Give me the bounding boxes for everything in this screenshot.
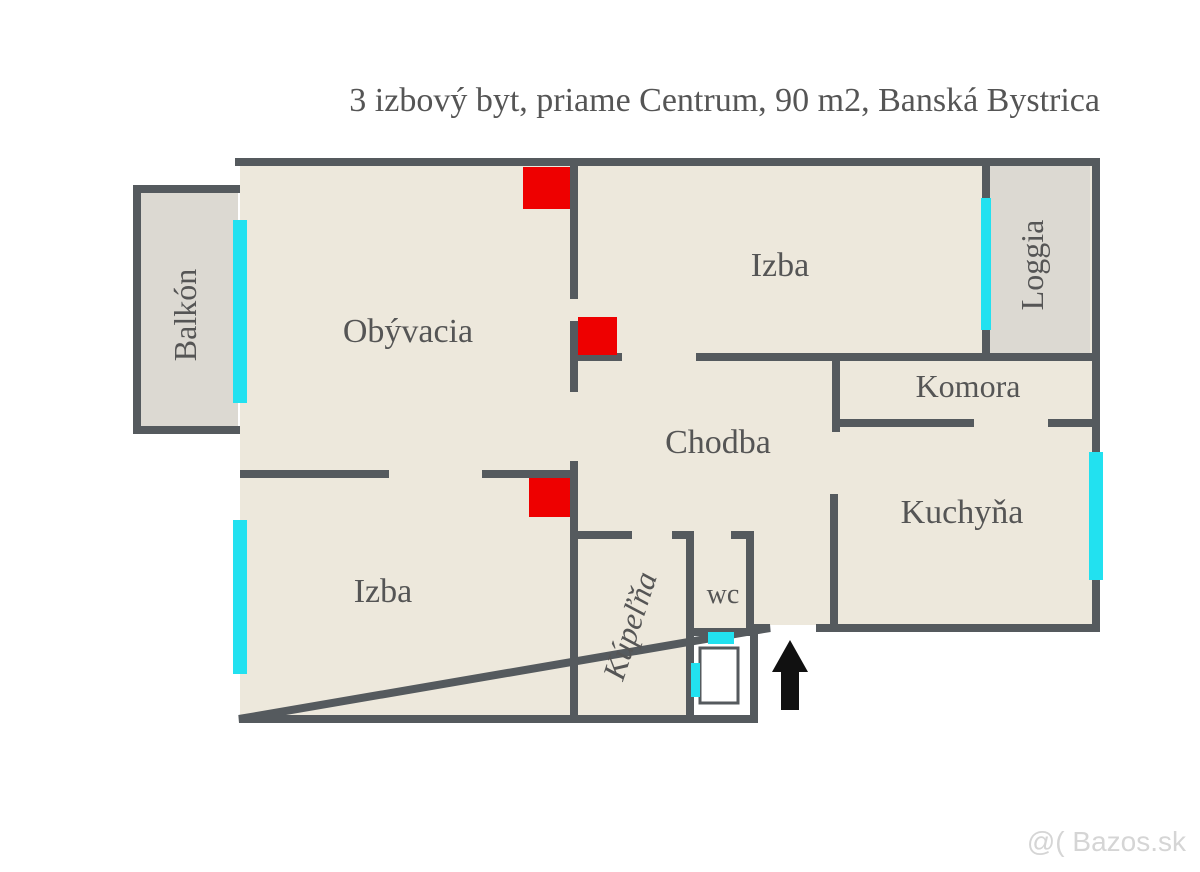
heaters [523, 167, 617, 517]
floor-main [240, 163, 1095, 625]
entrance-arrow-icon [772, 640, 808, 710]
label-kuchyna: Kuchyňa [901, 494, 1024, 531]
window-duct [691, 663, 700, 697]
label-chodba: Chodba [665, 424, 771, 461]
watermark-logo: @( Bazos.sk [1026, 826, 1186, 857]
outer-wall-bottom-left [238, 624, 771, 723]
label-komora: Komora [916, 368, 1021, 404]
heater-izba [578, 317, 617, 355]
balcony-wall [133, 185, 240, 434]
walls [133, 158, 1100, 723]
window-obyvacia [233, 220, 247, 403]
window-izba-bottom [233, 520, 247, 674]
duct-box [698, 646, 740, 705]
windows [233, 198, 1103, 697]
label-izba-top: Izba [751, 247, 810, 284]
label-obyvacia: Obývacia [343, 313, 473, 350]
label-izba-bottom: Izba [354, 573, 413, 610]
balcony-area [138, 191, 238, 428]
plan-title: 3 izbový byt, priame Centrum, 90 m2, Ban… [349, 82, 1100, 119]
label-wc: wc [707, 579, 740, 610]
label-balkon: Balkón [167, 269, 203, 361]
window-izba-top [981, 198, 991, 330]
label-loggia: Loggia [1014, 220, 1050, 311]
wall-wc [731, 531, 754, 632]
outer-wall-top-right [235, 158, 1100, 632]
heater-obyvacia [523, 167, 570, 209]
window-wc [708, 632, 734, 644]
window-kuchyna [1089, 452, 1103, 580]
loggia-area [986, 166, 1090, 353]
heater-izba-bottom [529, 478, 570, 517]
